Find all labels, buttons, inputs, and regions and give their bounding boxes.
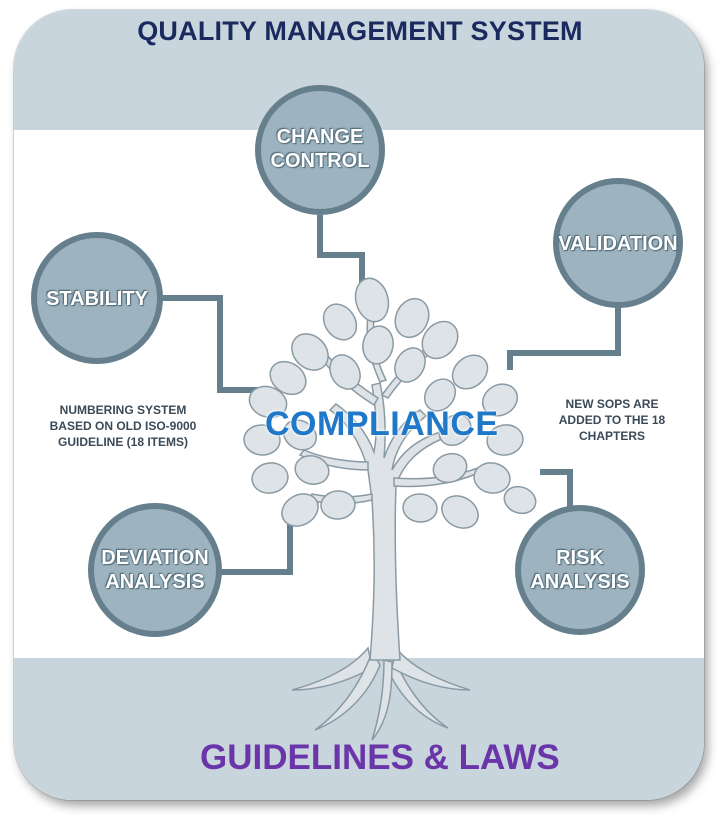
leaf bbox=[394, 347, 426, 383]
leaf bbox=[294, 455, 330, 485]
note-left: NUMBERING SYSTEM BASED ON OLD ISO-9000 G… bbox=[49, 403, 197, 449]
leaf bbox=[423, 378, 457, 412]
connector-stability bbox=[160, 295, 262, 393]
leaf bbox=[251, 462, 289, 494]
node-label-change-control: CHANGE CONTROL bbox=[270, 126, 370, 172]
connector-change-control bbox=[317, 215, 365, 290]
leaf bbox=[291, 333, 329, 371]
leaf bbox=[432, 452, 468, 484]
leaf bbox=[320, 490, 356, 520]
leaf bbox=[362, 325, 394, 365]
node-risk-analysis bbox=[515, 505, 645, 635]
leaf bbox=[402, 493, 438, 523]
connector-deviation bbox=[220, 519, 300, 575]
leaf bbox=[248, 385, 288, 419]
connector-risk bbox=[540, 469, 573, 510]
footer-title: GUIDELINES & LAWS bbox=[200, 738, 560, 777]
leaf bbox=[451, 354, 489, 390]
leaf bbox=[322, 303, 358, 341]
leaf bbox=[481, 383, 519, 417]
leaf bbox=[473, 462, 511, 494]
node-label-validation: VALIDATION bbox=[558, 233, 678, 255]
node-validation bbox=[553, 178, 683, 308]
leaf bbox=[394, 297, 430, 339]
node-label-stability: STABILITY bbox=[46, 288, 148, 310]
leaf bbox=[503, 485, 537, 515]
leaf bbox=[438, 413, 472, 447]
note-right: NEW SOPS ARE ADDED TO THE 18 CHAPTERS bbox=[558, 397, 666, 443]
connector-validation bbox=[507, 305, 621, 370]
leaf bbox=[269, 360, 307, 396]
leaf bbox=[281, 493, 319, 527]
node-stability bbox=[31, 232, 163, 364]
leaf bbox=[329, 354, 361, 390]
node-change-control bbox=[255, 85, 385, 215]
leaf bbox=[282, 419, 318, 451]
leaf bbox=[243, 424, 281, 456]
leaf bbox=[441, 495, 479, 529]
node-label-risk-analysis: RISK ANALYSIS bbox=[530, 547, 630, 593]
leaf bbox=[421, 320, 459, 360]
page-title: QUALITY MANAGEMENT SYSTEM bbox=[137, 16, 583, 46]
center-label: COMPLIANCE bbox=[265, 405, 499, 443]
tree-icon bbox=[243, 277, 537, 741]
leaf bbox=[486, 424, 524, 456]
node-deviation-analysis bbox=[88, 503, 222, 637]
node-label-deviation-analysis: DEVIATION ANALYSIS bbox=[101, 547, 209, 593]
leaf bbox=[354, 277, 390, 323]
